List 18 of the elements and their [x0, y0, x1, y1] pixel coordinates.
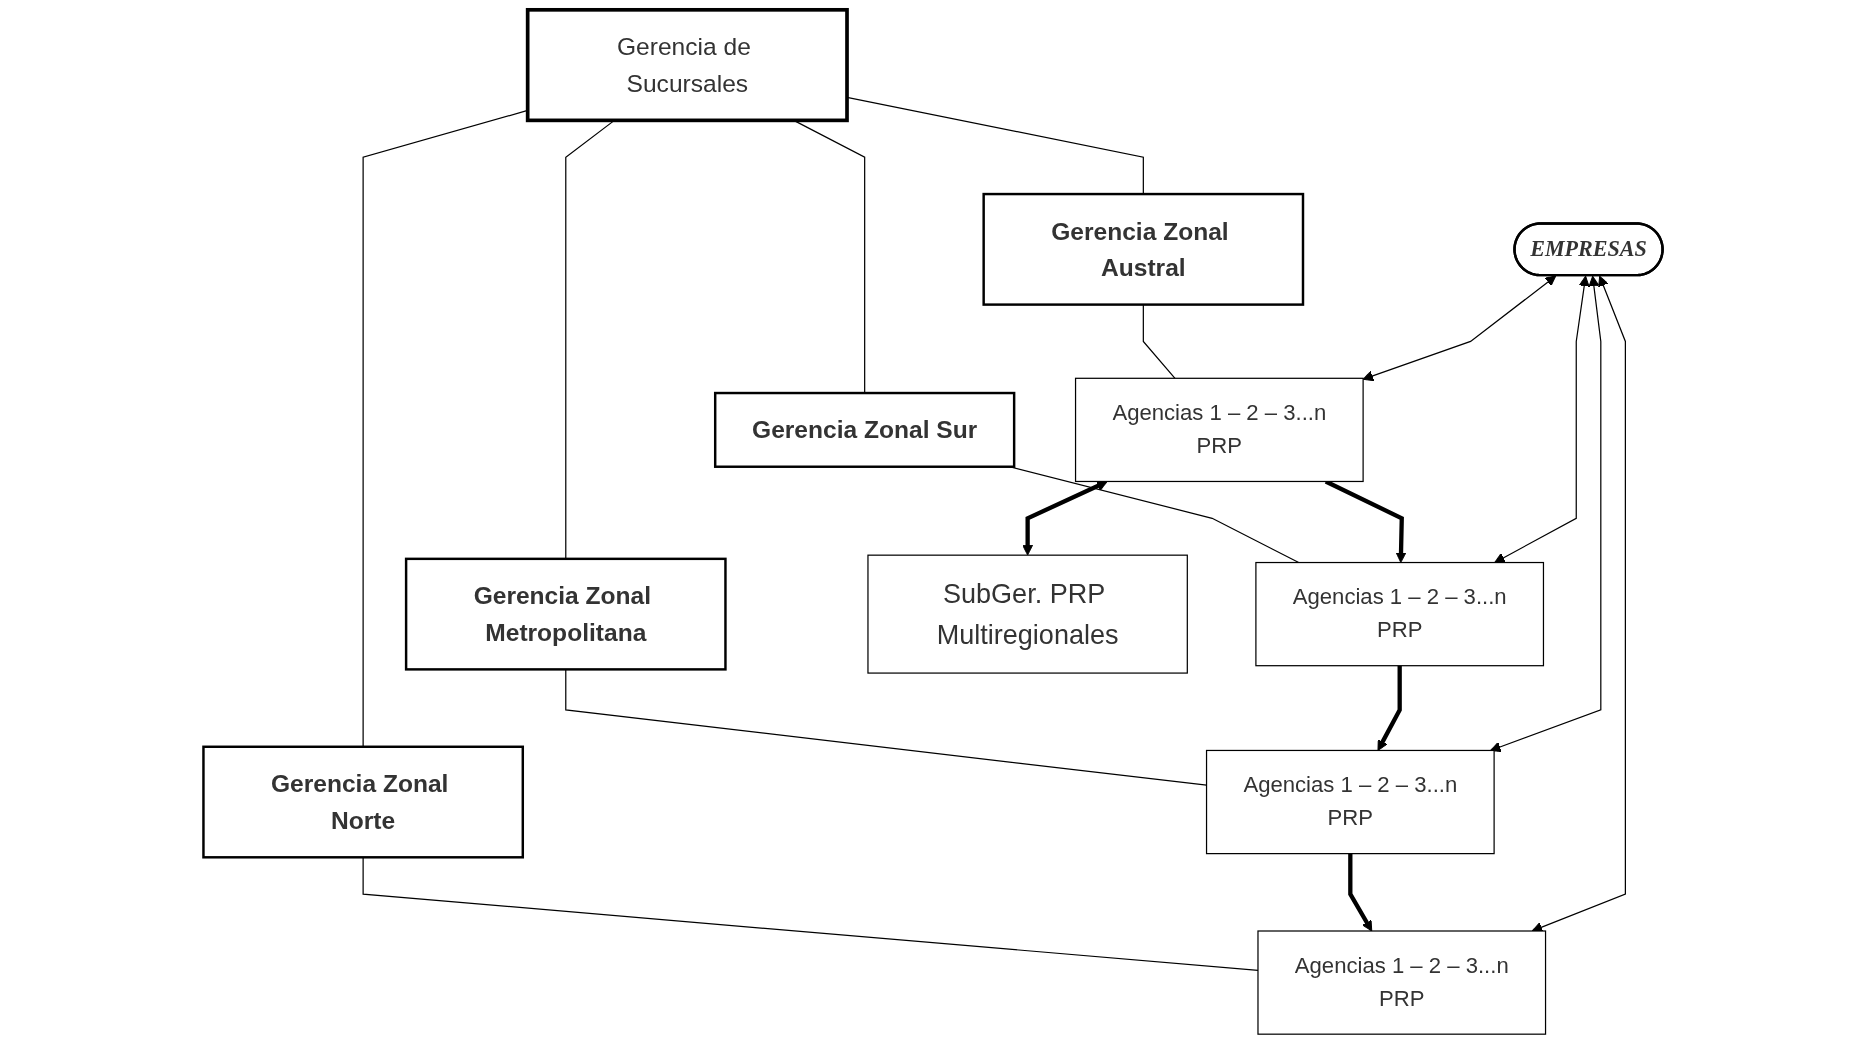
node-box: Agencias 1 – 2 – 3...n PRP [1255, 561, 1545, 667]
arrow [1490, 275, 1602, 753]
arrow [1377, 665, 1402, 751]
node-box: Gerencia Zonal Sur [713, 391, 1016, 468]
connector [1142, 304, 1176, 379]
node-box: Gerencia Zonal Austral [982, 192, 1305, 306]
node-box: Agencias 1 – 2 – 3...n PRP [1257, 930, 1547, 1035]
node-box: Gerencia Zonal Norte [202, 745, 524, 859]
arrow [1362, 275, 1557, 382]
arrow [1348, 853, 1373, 932]
node-box: Gerencia de Sucursales [525, 8, 849, 123]
node-box: SubGer. PRP Multiregionales [867, 554, 1188, 674]
arrow [1494, 275, 1590, 563]
node-box: Agencias 1 – 2 – 3...n PRP [1205, 749, 1495, 855]
node-box: Gerencia Zonal Metropolitana [404, 557, 727, 671]
arrow [1022, 480, 1108, 556]
node-box: Agencias 1 – 2 – 3...n PRP [1074, 377, 1364, 483]
arrow [1531, 275, 1626, 933]
